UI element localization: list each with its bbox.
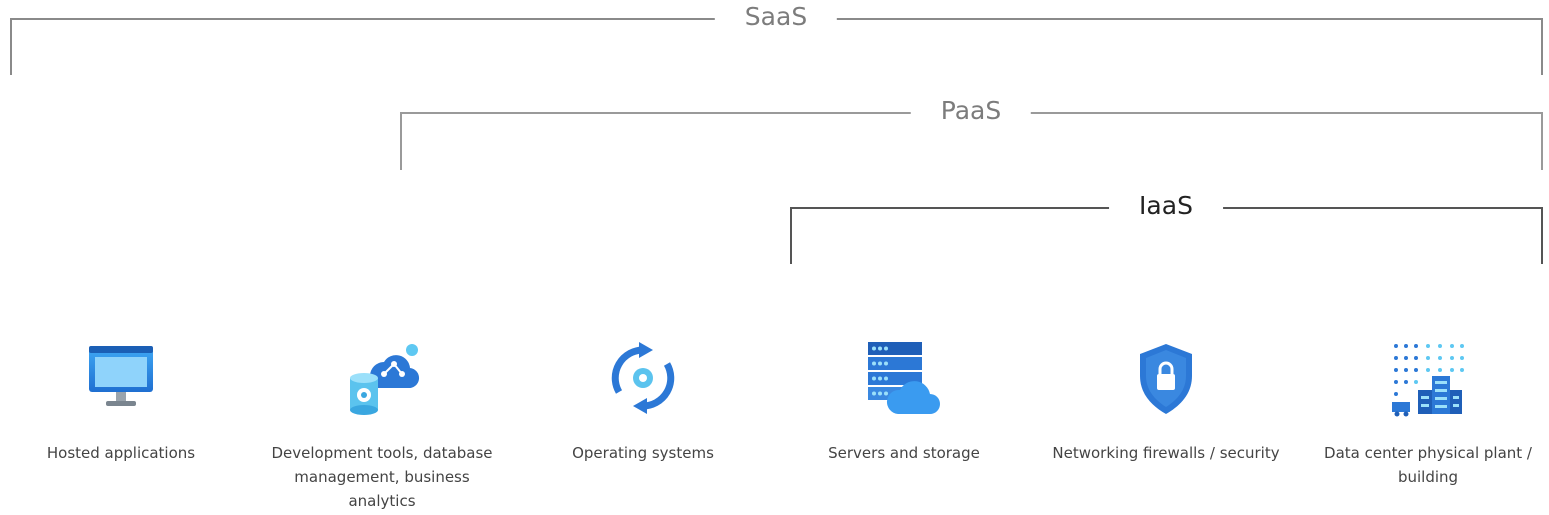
layer-label: Operating systems	[572, 444, 714, 462]
server-cloud-icon	[868, 342, 940, 414]
layer-label: Networking firewalls / security	[1052, 444, 1280, 462]
layer-servers-storage: Servers and storage	[774, 338, 1034, 465]
layer-hosted-applications: Hosted applications	[0, 338, 251, 465]
layer-label: Servers and storage	[828, 444, 980, 462]
layer-label: Hosted applications	[46, 444, 196, 462]
layer-development-tools: Development tools, database management, …	[252, 338, 512, 513]
layer-networking-security: Networking firewalls / security	[1036, 338, 1296, 465]
monitor-icon	[89, 346, 153, 406]
layer-label: Development tools, database management, …	[271, 444, 493, 510]
iaas-label: IaaS	[1109, 189, 1223, 223]
paas-label: PaaS	[910, 94, 1032, 128]
database-cloud-icon	[350, 344, 420, 415]
datacenter-building-icon	[1392, 344, 1464, 417]
layer-label: Data center physical plant / building	[1324, 444, 1532, 486]
layer-operating-systems: Operating systems	[513, 338, 773, 465]
saas-label: SaaS	[714, 0, 838, 34]
refresh-gear-icon	[611, 342, 675, 414]
layer-datacenter-building: Data center physical plant / building	[1298, 338, 1549, 489]
shield-lock-icon	[1140, 344, 1192, 414]
